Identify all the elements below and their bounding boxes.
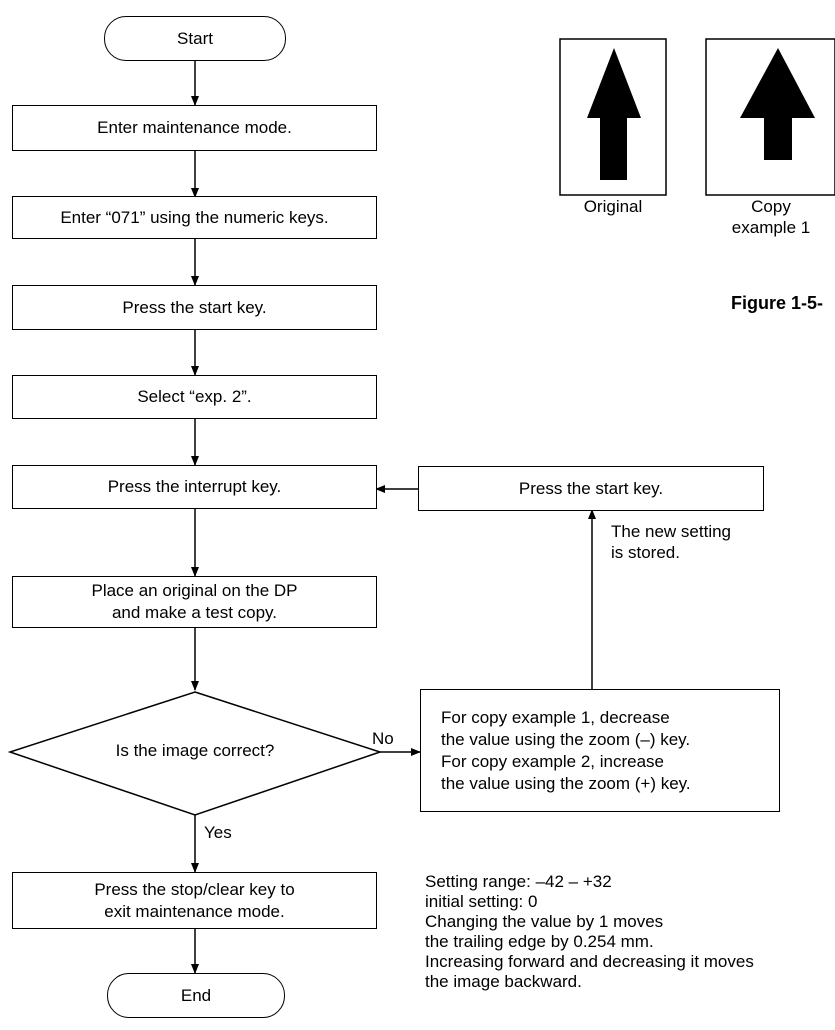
step-enter-maintenance-label: Enter maintenance mode. bbox=[97, 118, 292, 137]
original-arrow-icon bbox=[587, 48, 641, 180]
start-label: Start bbox=[177, 28, 213, 48]
start-terminator: Start bbox=[104, 16, 286, 61]
step-press-interrupt-label: Press the interrupt key. bbox=[107, 477, 282, 496]
step-press-start-label: Press the start key. bbox=[122, 297, 267, 317]
copy-example1-arrow-icon bbox=[740, 48, 815, 160]
copy-example1-caption: Copy example 1 bbox=[731, 197, 811, 237]
setting-notes: Setting range: –42 – +32 initial setting… bbox=[425, 872, 754, 991]
end-terminator: End bbox=[107, 973, 285, 1018]
decision-question: Is the image correct? bbox=[115, 741, 275, 760]
yes-label: Yes bbox=[204, 823, 232, 842]
step-press-interrupt: Press the interrupt key. bbox=[12, 465, 377, 509]
step-exit-maintenance: Press the stop/clear key to exit mainten… bbox=[12, 872, 377, 929]
end-label: End bbox=[180, 985, 212, 1005]
original-caption: Original bbox=[583, 197, 643, 216]
step-select-exp: Select “exp. 2”. bbox=[12, 375, 377, 419]
figure-title: Figure 1-5- bbox=[731, 293, 824, 313]
step-test-copy-label: Place an original on the DP and make a t… bbox=[91, 581, 298, 622]
stored-note: The new setting is stored. bbox=[611, 522, 732, 562]
decision-diamond bbox=[7, 691, 383, 816]
step-press-start-store-label: Press the start key. bbox=[518, 478, 664, 498]
step-enter-maintenance: Enter maintenance mode. bbox=[12, 105, 377, 151]
step-select-exp-label: Select “exp. 2”. bbox=[137, 387, 252, 406]
step-enter-code: Enter “071” using the numeric keys. bbox=[12, 196, 377, 239]
step-adjust-value: For copy example 1, decrease the value u… bbox=[420, 689, 780, 812]
step-exit-maintenance-label: Press the stop/clear key to exit mainten… bbox=[94, 879, 295, 921]
no-label: No bbox=[372, 729, 394, 748]
step-enter-code-label: Enter “071” using the numeric keys. bbox=[60, 207, 329, 227]
step-press-start: Press the start key. bbox=[12, 285, 377, 330]
step-adjust-value-label: For copy example 1, decrease the value u… bbox=[441, 707, 691, 793]
step-test-copy: Place an original on the DP and make a t… bbox=[12, 576, 377, 628]
step-press-start-store: Press the start key. bbox=[418, 466, 764, 511]
